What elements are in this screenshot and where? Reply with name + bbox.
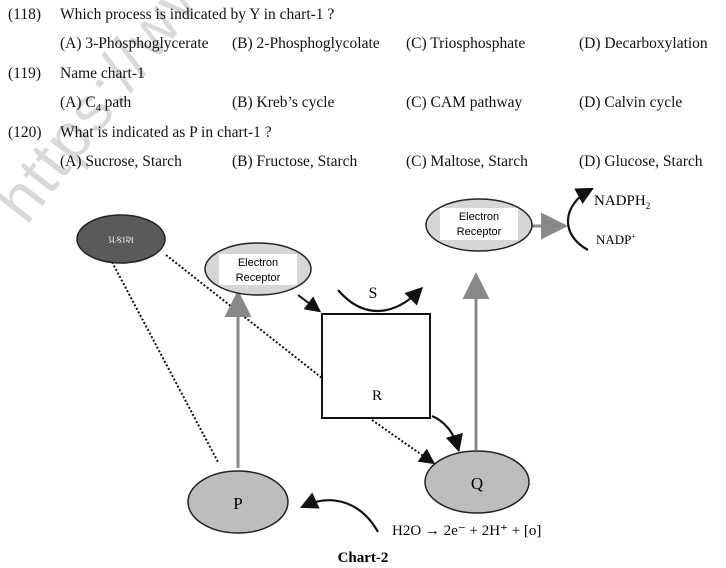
- option-d: (D) Calvin cycle: [579, 94, 683, 111]
- option-c: (C) CAM pathway: [406, 94, 523, 111]
- option-c: (C) Triosphosphate: [406, 35, 526, 52]
- question-text: What is indicated as P in chart-1 ?: [60, 124, 272, 141]
- q-label: Q: [471, 474, 483, 493]
- dotted-line-to-box: [165, 254, 323, 379]
- option-b: (B) Fructose, Starch: [232, 153, 358, 170]
- electron-receptor-1-line1: Electron: [238, 257, 278, 269]
- option-a: (A) C4 path: [60, 94, 132, 115]
- q-ellipse: [424, 450, 530, 514]
- nadph-label: NADPH2: [594, 193, 650, 211]
- water-equation: H2O → 2e⁻ + 2H⁺ + [o]: [392, 523, 541, 539]
- option-d: (D) Glucose, Starch: [579, 153, 703, 170]
- option-d: (D) Decarboxylation: [579, 35, 708, 52]
- electron-receptor-2-line1: Electron: [459, 211, 499, 223]
- question-number: (119): [8, 65, 41, 82]
- arrow-box-to-q: [431, 414, 463, 453]
- dotted-line-to-p: [111, 261, 219, 463]
- option-a: (A) Sucrose, Starch: [60, 153, 182, 170]
- chart-caption: Chart-2: [338, 550, 389, 566]
- p-ellipse: [187, 470, 289, 534]
- dotted-arrow-to-q: [371, 419, 436, 465]
- light-ellipse: [76, 214, 166, 264]
- water-to-p-arrow: [300, 492, 379, 533]
- question-text: Which process is indicated by Y in chart…: [60, 6, 335, 23]
- light-label: પ્રકાશ: [108, 233, 135, 246]
- electron-receptor-1-line2: Receptor: [236, 272, 281, 284]
- option-b: (B) 2-Phosphoglycolate: [232, 35, 380, 52]
- question-number: (118): [8, 6, 41, 23]
- box-r: [321, 313, 431, 419]
- s-label: S: [369, 285, 378, 302]
- option-b: (B) Kreb’s cycle: [232, 94, 335, 111]
- question-text: Name chart-1: [60, 65, 145, 82]
- question-number: (120): [8, 124, 42, 141]
- p-label: P: [233, 494, 242, 513]
- arrow-receptor-to-box: [297, 294, 322, 313]
- nadp-curved-arrow: [566, 187, 594, 251]
- r-label: R: [372, 388, 382, 404]
- nadp-label: NADP+: [596, 232, 636, 247]
- electron-receptor-2-line2: Receptor: [457, 226, 502, 238]
- option-a: (A) 3-Phosphoglycerate: [60, 35, 209, 52]
- option-c: (C) Maltose, Starch: [406, 153, 528, 170]
- s-curved-arrow: [337, 286, 424, 312]
